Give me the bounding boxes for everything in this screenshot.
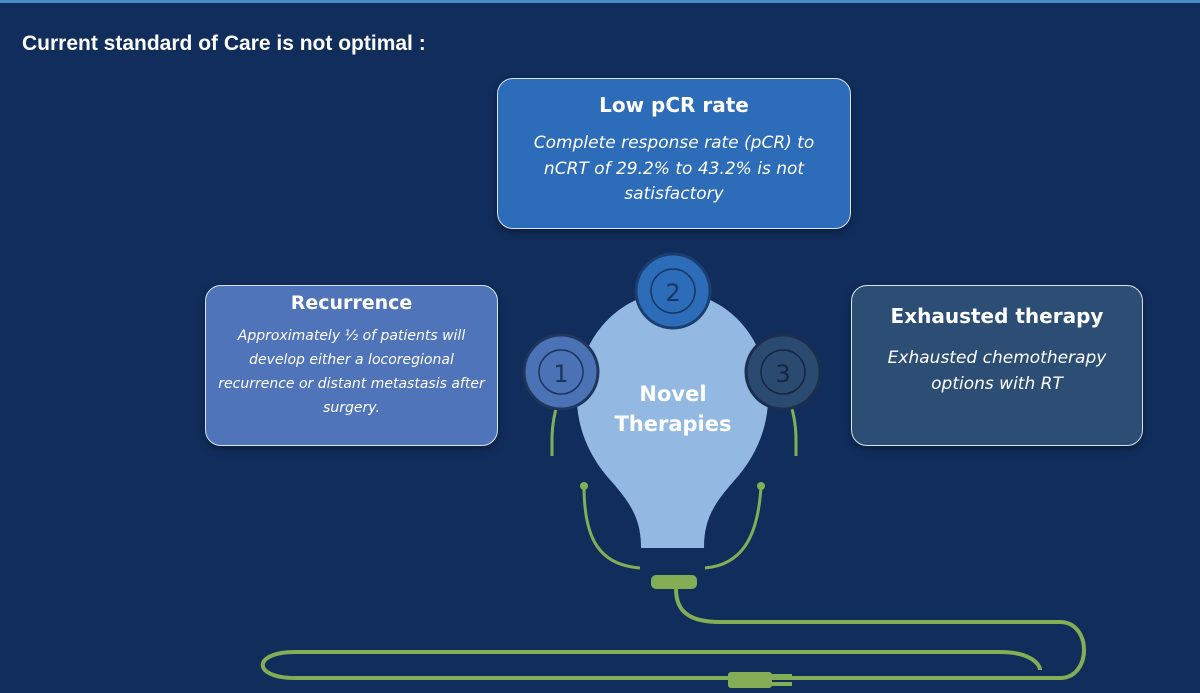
low-pcr-body: Complete response rate (pCR) to nCRT of … <box>533 133 815 204</box>
exhausted-therapy-title: Exhausted therapy <box>890 304 1104 328</box>
wire-node-right <box>757 482 765 490</box>
low-pcr-title: Low pCR rate <box>599 93 749 117</box>
marker-2-number: 2 <box>665 279 680 307</box>
top-accent-line <box>0 0 1200 3</box>
exhausted-therapy-body: Exhausted chemotherapy options with RT <box>887 348 1107 394</box>
arc-wire-ends <box>550 440 798 456</box>
bulb-shape <box>576 292 769 548</box>
lower-wire-left <box>582 485 641 570</box>
marker-3: 3 <box>744 333 822 411</box>
recurrence-title: Recurrence <box>290 292 413 314</box>
bulb-cap <box>651 575 697 589</box>
marker-3-number: 3 <box>775 360 790 388</box>
page-title: Current standard of Care is not optimal … <box>22 32 426 55</box>
plug-prong <box>772 674 792 678</box>
low-pcr-box: Low pCR rate Complete response rate (pCR… <box>497 78 851 229</box>
plug-body <box>728 672 772 688</box>
marker-2: 2 <box>634 252 712 330</box>
lower-wire-right <box>704 485 763 570</box>
center-label-line-1: Novel <box>639 382 707 406</box>
marker-1-number: 1 <box>553 360 568 388</box>
wire-node-left <box>580 482 588 490</box>
center-label-line-2: Therapies <box>614 411 732 436</box>
recurrence-box: Recurrence Approximately ½ of patients w… <box>205 285 498 446</box>
plug-prong <box>772 682 792 686</box>
center-label: Novel Therapies <box>590 380 756 440</box>
exhausted-therapy-box: Exhausted therapy Exhausted chemotherapy… <box>851 285 1143 446</box>
power-cord <box>261 588 1086 680</box>
marker-1: 1 <box>522 333 600 411</box>
recurrence-body: Approximately ½ of patients will develop… <box>218 328 485 417</box>
